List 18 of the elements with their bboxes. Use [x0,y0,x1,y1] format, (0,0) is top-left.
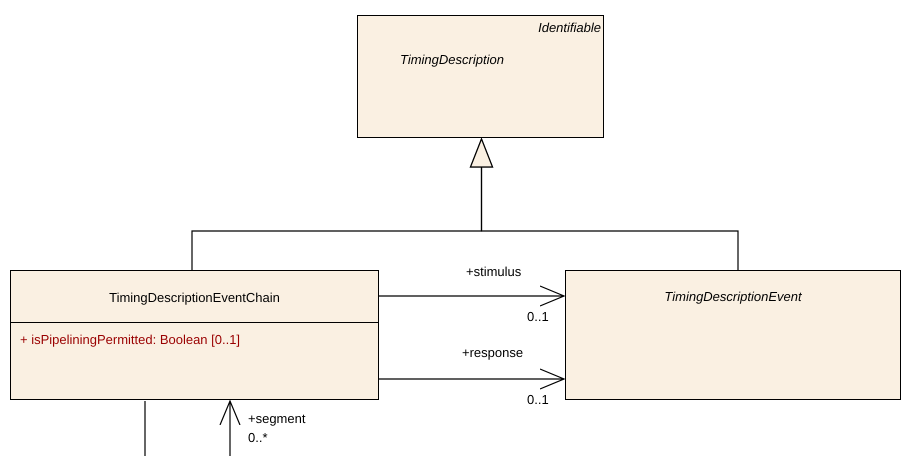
association-arrow [379,368,565,390]
multiplicity-label: 0..* [248,430,268,445]
multiplicity-label: 0..1 [527,392,549,407]
stereotype-text: Identifiable [538,20,601,35]
role-label: +segment [248,411,306,426]
class-box [10,270,379,400]
role-label: +response [462,345,524,360]
association-arrow [379,285,565,307]
association-arrow [144,400,241,456]
generalization-arrow [470,138,739,270]
class-box [357,15,604,138]
role-label: +stimulus [466,264,522,279]
attribute-text: + isPipeliningPermitted: Boolean [0..1] [20,332,240,347]
class-box [565,270,901,400]
multiplicity-label: 0..1 [527,309,549,324]
class-name: TimingDescription [400,52,504,67]
class-name: TimingDescriptionEventChain [108,290,281,305]
class-name: TimingDescriptionEvent [663,289,803,304]
